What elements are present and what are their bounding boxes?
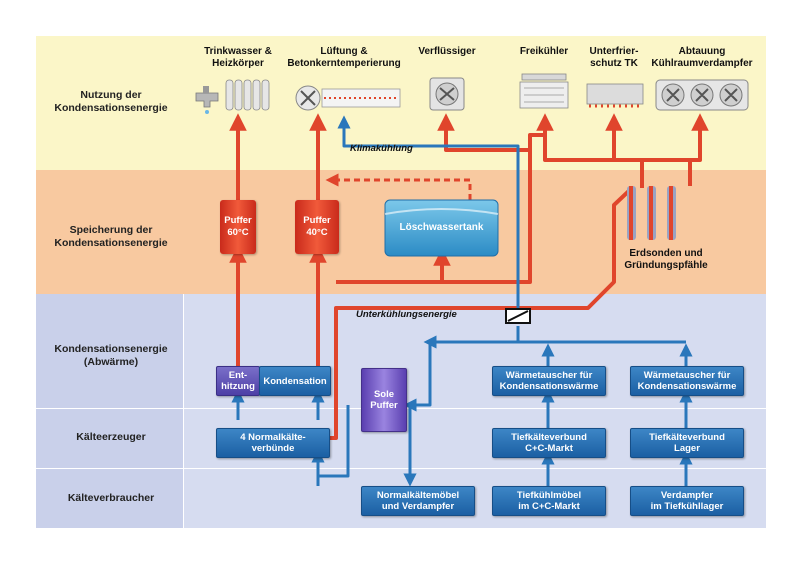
row-label-nutzung: Nutzung der Kondensationsenergie <box>54 89 168 114</box>
box-waermetauscher-1: Wärmetauscher für Kondensationswärme <box>492 366 606 396</box>
abtauung-verdampfer-icon <box>655 79 749 111</box>
fan-ventilation-icon <box>295 85 401 111</box>
title-trinkwasser: Trinkwasser & Heizkörper <box>204 46 272 69</box>
box-verdampfer-lager: Verdampfer im Tiefkühllager <box>630 486 744 516</box>
label-column-blue <box>36 294 183 528</box>
row-label-erzeuger: Kälteerzeuger <box>76 431 146 443</box>
title-unterfrier: Unterfrier- schutz TK <box>589 46 639 69</box>
box-normalkaelte: 4 Normalkälte- verbünde <box>216 428 330 458</box>
flow-to-loeschwasser <box>336 248 451 284</box>
loeschwassertank-label: Löschwassertank <box>399 222 484 233</box>
condenser-icon <box>429 77 465 111</box>
freikuehler-icon <box>519 73 569 109</box>
title-freikuehler: Freikühler <box>519 46 569 57</box>
box-tiefkaelte-cc: Tiefkälteverbund C+C-Markt <box>492 428 606 458</box>
erdsonden-icon <box>627 186 676 240</box>
unterfrierschutz-icon <box>586 83 644 108</box>
title-lueftung: Lüftung & Betonkerntemperierung <box>287 46 401 69</box>
puffer-60-tank: Puffer 60°C <box>220 200 256 254</box>
box-sole-puffer: Sole Puffer <box>361 368 407 432</box>
faucet-radiator-icon <box>195 79 270 114</box>
valve-icon <box>505 308 531 324</box>
box-tiefkaelte-lager: Tiefkälteverbund Lager <box>630 428 744 458</box>
unterkuehlung-note: Unterkühlungsenergie <box>356 309 457 320</box>
erdsonden-label: Erdsonden und Gründungspfähle <box>624 248 708 271</box>
box-kondensation: Kondensation <box>259 366 331 396</box>
flow-klimakuehlung <box>337 115 520 308</box>
band-nutzung <box>36 36 766 170</box>
title-abtauung: Abtauung Kühlraumverdampfer <box>651 46 753 69</box>
divider-col <box>183 294 184 528</box>
row-label-kondensation: Kondensationsenergie (Abwärme) <box>54 343 168 368</box>
row-label-verbraucher: Kälteverbraucher <box>67 492 155 504</box>
divider-2 <box>36 468 766 469</box>
box-tiefkuehlmoebel: Tiefkühlmöbel im C+C-Markt <box>492 486 606 516</box>
flow-to-freikuehler <box>528 113 554 150</box>
flow-red-abtauung <box>642 113 709 162</box>
klimakuehlung-note: Klimakühlung <box>350 143 413 154</box>
puffer-40-tank: Puffer 40°C <box>295 200 339 254</box>
flow-normalkaelte-unterkuehlung <box>307 186 634 440</box>
flow-sole-normalkaelte <box>311 405 350 478</box>
box-waermetauscher-2: Wärmetauscher für Kondensationswärme <box>630 366 744 396</box>
box-enthitzung: Ent- hitzung <box>216 366 260 396</box>
row-label-speicherung: Speicherung der Kondensationsenergie <box>54 224 168 249</box>
loeschwassertank-icon <box>384 199 499 257</box>
flow-to-unterfrier <box>543 135 644 188</box>
title-verfluessiger: Verflüssiger <box>418 46 476 57</box>
box-normalkaeltemoebel: Normalkältemöbel und Verdampfer <box>361 486 475 516</box>
